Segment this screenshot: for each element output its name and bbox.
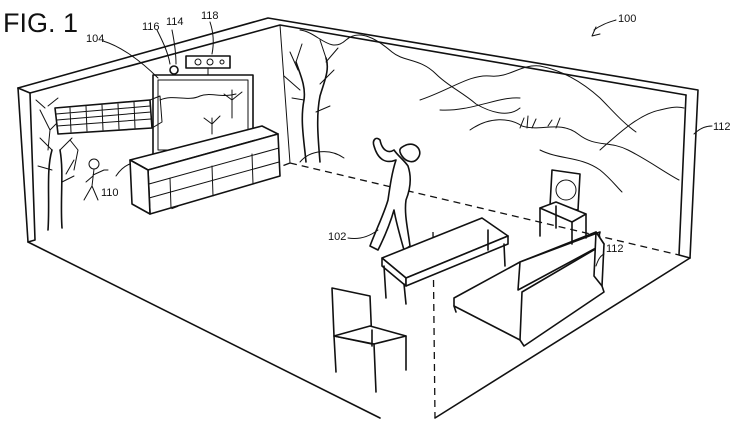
callout-leaders (102, 19, 713, 267)
left-wall-mural (35, 97, 79, 231)
leader-104 (102, 40, 159, 79)
room-front-floor-edge (27, 241, 381, 419)
back-chair-emblem (555, 179, 577, 201)
wall-tree (283, 39, 339, 163)
coffee-table (381, 217, 509, 305)
leader-110 (115, 163, 131, 177)
tree-trunk-right (316, 57, 329, 163)
back-chair-legs (539, 205, 587, 245)
table-apron-front (405, 235, 509, 287)
ref-102: 102 (328, 231, 346, 243)
ref-118: 118 (201, 10, 219, 22)
screen-scene-hills (159, 93, 237, 101)
screen-scene-trees (203, 89, 243, 135)
leader-118 (209, 21, 214, 55)
figure-title: FIG. 1 (3, 8, 78, 38)
back-chair (539, 169, 587, 245)
sofa (453, 231, 605, 347)
player-head (399, 143, 421, 163)
stand-side (129, 159, 151, 215)
ref-116: 116 (142, 21, 160, 33)
tree-branches (283, 39, 339, 113)
camera-device (169, 55, 231, 76)
mountain-ridge-5 (599, 106, 685, 151)
camera-lens-3 (219, 59, 225, 65)
camera-lens-1 (194, 58, 202, 66)
mountain-ridge-3 (439, 97, 521, 111)
left-wall-twigs (65, 139, 79, 175)
room-inner-rim (17, 24, 687, 96)
brick-wall-side (149, 95, 163, 129)
brick-wall-front (54, 99, 153, 135)
ref-112-wall: 112 (713, 121, 731, 133)
console-sensor (169, 65, 179, 75)
leader-114 (171, 29, 177, 65)
ref-100: 100 (618, 13, 636, 25)
brick-wall (54, 95, 163, 135)
ref-114: 114 (166, 16, 184, 28)
room-box (17, 17, 699, 419)
room-back-corner (279, 24, 291, 164)
sofa-base (453, 285, 605, 347)
room-top-rim (17, 17, 699, 419)
stand-shelves (148, 147, 280, 209)
ref-110: 110 (101, 187, 119, 199)
left-wall-tree-top (35, 97, 63, 151)
back-chair-seat (539, 201, 587, 223)
mountain-ridge-2 (419, 65, 637, 133)
table-legs (383, 229, 506, 305)
character-body (83, 168, 109, 201)
mountain-ridge-6 (539, 149, 623, 193)
shrub-group (519, 115, 561, 129)
room-right-wall-edge (678, 94, 691, 259)
player-body (369, 137, 411, 251)
game-character (83, 158, 109, 201)
floor-back-edge (289, 162, 680, 256)
left-wall-tree-branches (37, 137, 75, 183)
leader-112-sofa (595, 253, 605, 267)
leader-112-wall (693, 125, 713, 135)
mountain-base (299, 151, 345, 163)
character-head (88, 158, 100, 170)
front-chair (331, 287, 407, 393)
leader-100-arrowhead (591, 26, 601, 37)
brick-wall-courses (55, 101, 152, 133)
tree-trunk-left (295, 61, 307, 163)
player-figure (369, 137, 421, 251)
ref-104: 104 (86, 33, 104, 45)
leader-100 (593, 19, 617, 31)
tv-stand (129, 125, 281, 215)
leader-116 (156, 29, 171, 65)
camera-lens-2 (206, 58, 214, 66)
left-wall-tree-trunk (47, 149, 63, 231)
leader-102 (347, 229, 379, 239)
mountain-backdrop (299, 29, 685, 193)
room-left-wall-edge (17, 87, 36, 243)
sofa-back (517, 231, 601, 291)
camera-body (185, 55, 231, 69)
front-chair-legs (333, 329, 407, 393)
mountain-ridge-4 (469, 119, 680, 181)
ref-112-sofa: 112 (606, 243, 624, 255)
